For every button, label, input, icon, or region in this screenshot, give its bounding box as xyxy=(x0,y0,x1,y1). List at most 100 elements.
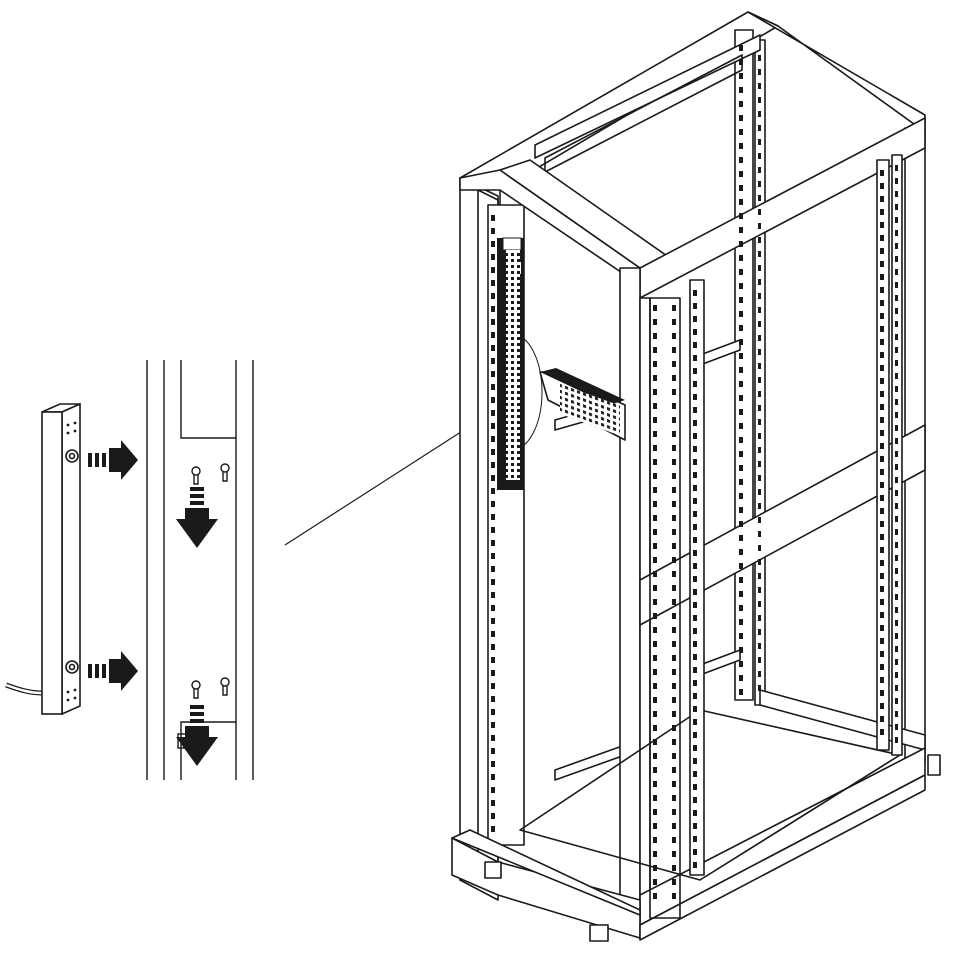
rail-slot xyxy=(739,479,743,485)
rail-slot xyxy=(758,153,761,159)
rail-slot xyxy=(758,181,761,187)
rail-slot xyxy=(758,363,761,369)
rail-slot xyxy=(739,675,743,681)
rail-slot xyxy=(491,488,495,494)
rail-slot xyxy=(653,809,657,815)
rail-slot xyxy=(672,571,676,577)
rail-slot xyxy=(653,599,657,605)
rail-slot xyxy=(693,472,697,478)
rail-slot xyxy=(739,535,743,541)
rail-slot xyxy=(491,787,495,793)
rail-slot xyxy=(895,646,898,652)
rail-slot xyxy=(672,725,676,731)
rail-slot xyxy=(672,823,676,829)
rail-slot xyxy=(758,55,761,61)
rail-slot xyxy=(672,487,676,493)
rail-slot xyxy=(880,690,884,696)
rail-slot xyxy=(895,607,898,613)
rail-slot xyxy=(895,464,898,470)
rail-slot xyxy=(758,307,761,313)
rail-slot xyxy=(693,537,697,543)
rail-slot xyxy=(672,375,676,381)
rail-slot xyxy=(672,529,676,535)
rail-slot xyxy=(693,589,697,595)
rail-slot xyxy=(672,389,676,395)
rail-slot xyxy=(739,549,743,555)
rail-slot xyxy=(693,329,697,335)
rail-slot xyxy=(880,638,884,644)
rail-slot xyxy=(672,669,676,675)
rail-slot xyxy=(653,515,657,521)
rail-slot xyxy=(672,809,676,815)
rail-slot xyxy=(491,800,495,806)
rail-slot xyxy=(895,542,898,548)
rail-slot xyxy=(672,319,676,325)
rail-slot xyxy=(758,111,761,117)
rail-slot xyxy=(739,689,743,695)
rail-slot xyxy=(739,465,743,471)
rail-slot xyxy=(880,677,884,683)
rail-slot xyxy=(895,360,898,366)
rail-slot xyxy=(653,361,657,367)
arrow-right-icon xyxy=(88,651,138,691)
rail-slot xyxy=(895,490,898,496)
pdu-outlet-icon xyxy=(65,449,79,463)
rail-slot xyxy=(880,235,884,241)
rail-slot xyxy=(758,545,761,551)
rail-slot xyxy=(739,381,743,387)
rail-slot xyxy=(758,601,761,607)
rail-slot xyxy=(672,445,676,451)
rail-slot xyxy=(491,345,495,351)
rail-slot xyxy=(672,305,676,311)
keyhole-icon xyxy=(191,466,201,485)
rail-slot xyxy=(653,543,657,549)
rail-slot xyxy=(880,599,884,605)
rail-slot xyxy=(693,420,697,426)
rail-slot xyxy=(739,661,743,667)
rail-slot xyxy=(491,696,495,702)
rail-slot xyxy=(880,274,884,280)
rail-slot xyxy=(739,395,743,401)
rail-slot xyxy=(880,482,884,488)
rail-slot xyxy=(880,326,884,332)
rail-slot xyxy=(895,425,898,431)
rail-slot xyxy=(693,823,697,829)
rail-slot xyxy=(880,560,884,566)
rail-slot xyxy=(653,795,657,801)
rail-slot xyxy=(895,373,898,379)
rail-slot xyxy=(693,433,697,439)
rail-slot xyxy=(895,698,898,704)
rail-slot xyxy=(491,683,495,689)
rail-slot xyxy=(739,171,743,177)
rail-slot xyxy=(653,305,657,311)
rail-slot xyxy=(895,178,898,184)
rail-slot xyxy=(895,581,898,587)
rail-slot xyxy=(758,573,761,579)
rail-slot xyxy=(491,540,495,546)
rail-slot xyxy=(895,399,898,405)
rail-slot xyxy=(739,577,743,583)
rail-slot xyxy=(758,587,761,593)
rail-slot xyxy=(693,303,697,309)
rail-slot xyxy=(653,557,657,563)
rail-slot xyxy=(758,209,761,215)
rail-slot xyxy=(491,631,495,637)
rail-slot xyxy=(491,670,495,676)
rail-slot xyxy=(672,459,676,465)
rail-slot xyxy=(491,605,495,611)
rail-slot xyxy=(895,321,898,327)
rail-slot xyxy=(739,269,743,275)
rail-slot xyxy=(739,521,743,527)
rail-slot xyxy=(758,461,761,467)
callout-leader-line xyxy=(284,411,493,546)
rail-slot xyxy=(693,680,697,686)
rail-slot xyxy=(491,436,495,442)
rail-slot xyxy=(491,735,495,741)
rail-slot xyxy=(672,683,676,689)
rail-slot xyxy=(739,129,743,135)
rail-slot xyxy=(739,199,743,205)
rail-slot xyxy=(491,319,495,325)
rail-slot xyxy=(895,724,898,730)
rail-slot xyxy=(693,394,697,400)
rail-slot xyxy=(739,647,743,653)
